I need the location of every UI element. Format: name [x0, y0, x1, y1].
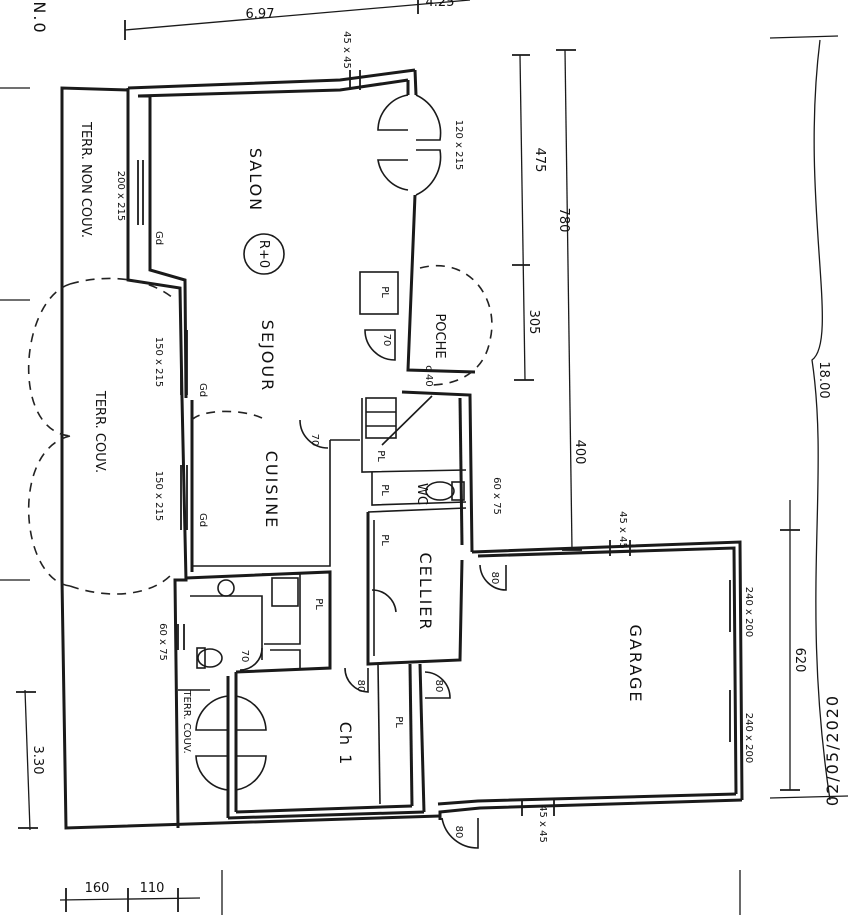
gd-label: Gd [153, 231, 164, 245]
room-label-terrasse-non-couverte: TERR. NON COUV. [78, 121, 93, 238]
gd-label: Gd [197, 383, 208, 397]
poche-note: c 40 [423, 365, 434, 386]
room-label-wc: WC [414, 483, 429, 505]
wc-window-size: 60 x 75 [491, 477, 502, 515]
dim-780: 780 [556, 208, 571, 233]
sejour-window-size: 150 x 215 [153, 337, 164, 387]
salon-door-size: 120 x 215 [453, 120, 464, 170]
door-width: 80 [355, 680, 366, 693]
pl-label: PL [393, 716, 404, 728]
dimension-labels: 6.97 4.25 475 780 305 400 18.00 620 3.30… [30, 0, 831, 896]
room-label-cellier: CELLIER [416, 552, 435, 631]
room-labels: SALON SEJOUR CUISINE CELLIER GARAGE Ch 1… [78, 121, 645, 766]
pl-label: PL [379, 286, 390, 298]
garage-door-size: 240 x 200 [743, 713, 754, 763]
pl-label: PL [313, 598, 324, 610]
room-label-salon: SALON [246, 148, 265, 212]
sejour-window-size: 150 x 215 [153, 471, 164, 521]
room-label-terrasse-couverte: TERR. COUV. [92, 390, 107, 473]
door-width: 80 [433, 680, 444, 693]
door-width: 70 [381, 334, 392, 347]
marks: R+0 N.0 02/05/2020 PL PL PL PL PL PL c 4… [30, 1, 842, 806]
walls [60, 68, 744, 830]
door-swings [137, 70, 731, 849]
room-label-garage: GARAGE [626, 625, 645, 704]
room-label-sejour: SEJOUR [258, 320, 277, 392]
dim-1800: 18.00 [816, 361, 831, 398]
dim-top-partial: 4.25 [426, 0, 455, 10]
dim-110: 110 [140, 881, 165, 896]
pl-label: PL [379, 484, 390, 496]
door-width: 80 [453, 826, 464, 839]
vent-size: 45 x 45 [617, 511, 628, 549]
opening-labels: 120 x 215 200 x 215 150 x 215 150 x 215 … [115, 31, 754, 843]
terr-window-size: 200 x 215 [115, 171, 126, 221]
dim-620: 620 [792, 648, 807, 673]
pl-label: PL [379, 534, 390, 546]
circle-mark-label: R+0 [256, 240, 271, 268]
door-width: 70 [309, 434, 320, 447]
dim-400: 400 [572, 440, 587, 465]
bath-window-size: 60 x 75 [157, 623, 168, 661]
dim-475: 475 [532, 148, 547, 173]
garage-door-size: 240 x 200 [743, 587, 754, 637]
room-label-chambre: Ch 1 [336, 722, 355, 767]
room-label-cuisine: CUISINE [262, 451, 281, 530]
north-mark: N.0 [30, 1, 49, 34]
door-width: 70 [239, 650, 250, 663]
room-label-terrasse-couverte-small: TERR. COUV. [181, 689, 192, 753]
dim-top-width: 6.97 [246, 7, 275, 22]
room-label-poche: POCHE [432, 313, 447, 358]
dim-305: 305 [526, 310, 541, 335]
terrace-arcs [27, 265, 493, 595]
vent-size: 45 x 45 [341, 31, 352, 69]
gd-label: Gd [197, 513, 208, 527]
door-width: 80 [489, 572, 500, 585]
vent-size: 45 x 45 [537, 805, 548, 843]
date-stamp: 02/05/2020 [823, 694, 842, 806]
dim-330: 3.30 [30, 746, 45, 775]
dim-160: 160 [85, 881, 110, 896]
pl-label: PL [375, 450, 386, 462]
